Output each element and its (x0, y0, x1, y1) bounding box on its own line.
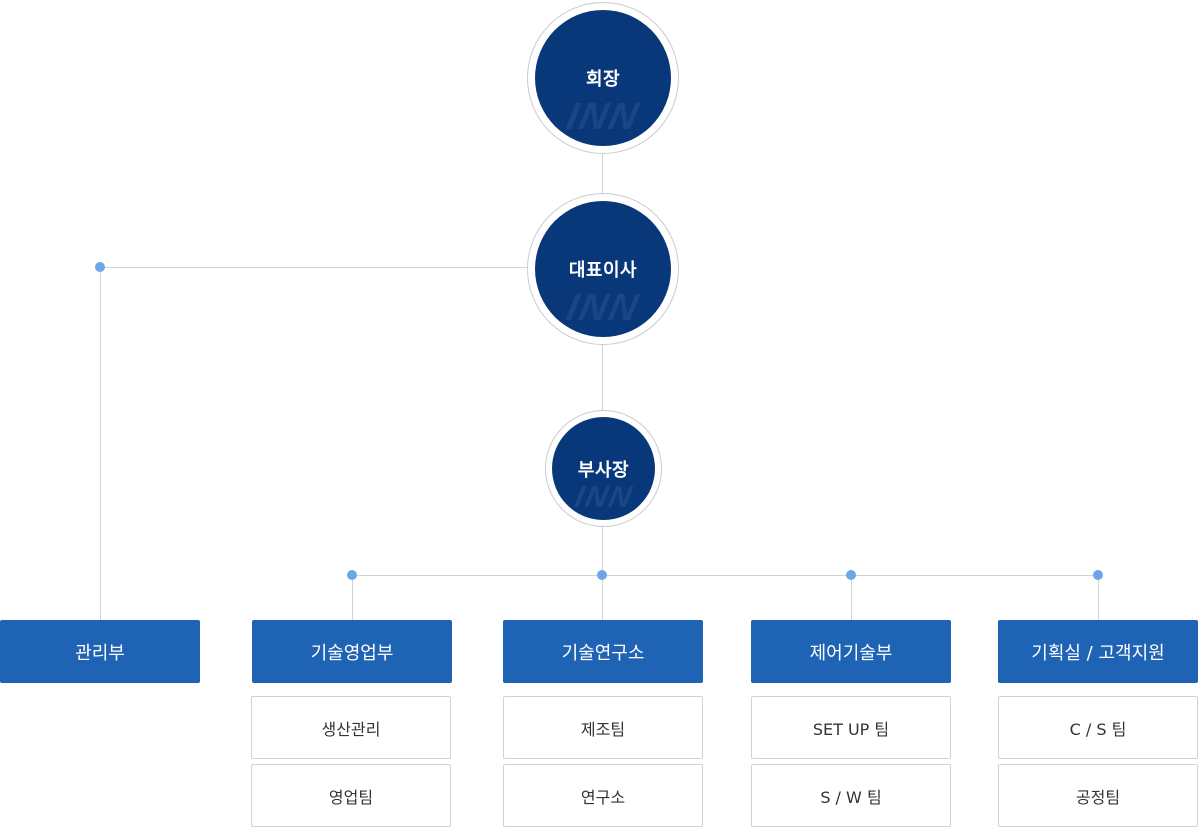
chairman-label: 회장 (585, 69, 621, 90)
team-production-management: 생산관리 (251, 696, 451, 759)
inn-watermark-logo: INN (562, 287, 644, 329)
department-tech-sales: 기술영업부 (252, 620, 452, 683)
department-research-lab: 기술연구소 (503, 620, 703, 683)
connector-ceo-admin-horizontal (100, 267, 528, 268)
inn-watermark-logo: INN (571, 481, 636, 514)
connector-dot-research (597, 570, 607, 580)
connector-dot-sales (347, 570, 357, 580)
team-customer-service: C / S 팀 (998, 696, 1198, 759)
team-sales: 영업팀 (251, 764, 451, 827)
chairman-node-ring: INN 회장 (527, 2, 679, 154)
connector-drop-planning (1098, 575, 1099, 620)
department-planning-support: 기획실 / 고객지원 (998, 620, 1198, 683)
ceo-node: INN 대표이사 (535, 201, 671, 337)
connector-dot-admin (95, 262, 105, 272)
ceo-node-ring: INN 대표이사 (527, 193, 679, 345)
department-admin: 관리부 (0, 620, 200, 683)
inn-watermark-logo: INN (562, 96, 644, 138)
team-process: 공정팀 (998, 764, 1198, 827)
team-setup: SET UP 팀 (751, 696, 951, 759)
team-software: S / W 팀 (751, 764, 951, 827)
connector-ceo-chairman (602, 150, 603, 196)
connector-dot-control (846, 570, 856, 580)
connector-dot-planning (1093, 570, 1103, 580)
ceo-label: 대표이사 (568, 260, 638, 281)
team-research: 연구소 (503, 764, 703, 827)
connector-admin-vertical (100, 267, 101, 620)
vice-president-node-ring: INN 부사장 (545, 410, 662, 527)
connector-drop-control (851, 575, 852, 620)
connector-ceo-vp (602, 342, 603, 414)
connector-drop-research (602, 575, 603, 620)
connector-branch-horizontal (352, 575, 1099, 576)
vice-president-node: INN 부사장 (552, 417, 655, 520)
chairman-node: INN 회장 (535, 10, 671, 146)
team-manufacturing: 제조팀 (503, 696, 703, 759)
department-control-tech: 제어기술부 (751, 620, 951, 683)
connector-drop-sales (352, 575, 353, 620)
vice-president-label: 부사장 (577, 459, 630, 481)
connector-vp-branch (602, 524, 603, 575)
